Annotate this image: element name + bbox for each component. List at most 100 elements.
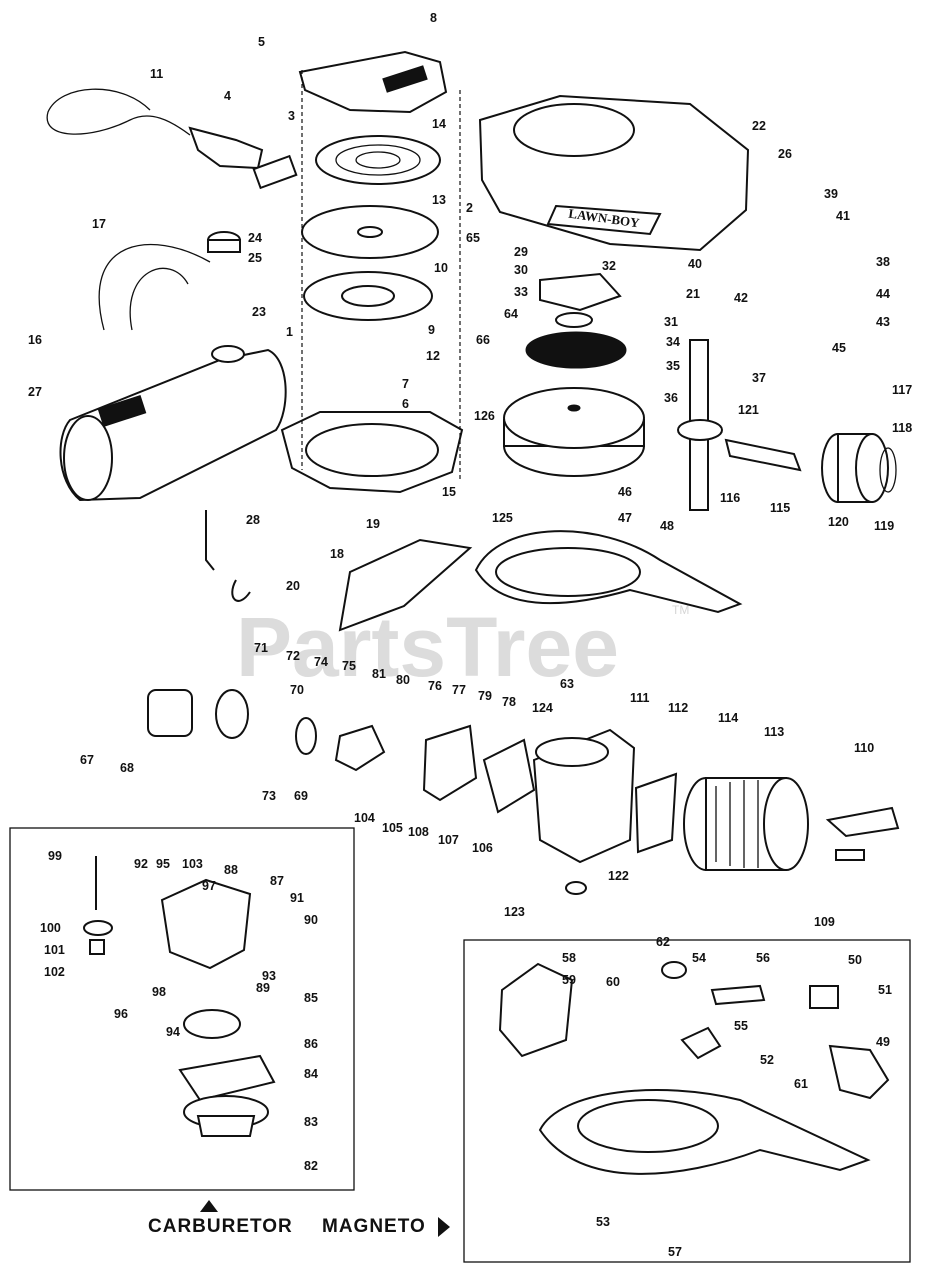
- callout-85: 85: [304, 991, 318, 1005]
- callout-113: 113: [764, 725, 784, 739]
- callout-8: 8: [430, 11, 437, 25]
- carburetor-arrow-icon: [200, 1200, 218, 1212]
- callout-88: 88: [224, 863, 238, 877]
- callout-23: 23: [252, 305, 266, 319]
- fuel-line-28: [205, 510, 215, 571]
- callout-12: 12: [426, 349, 440, 363]
- callout-39: 39: [824, 187, 838, 201]
- callout-112: 112: [668, 701, 688, 715]
- magneto-inset-box: [463, 939, 911, 1263]
- gasket-114: [634, 772, 678, 854]
- callout-75: 75: [342, 659, 356, 673]
- callout-57: 57: [668, 1245, 682, 1259]
- callout-66: 66: [476, 333, 490, 347]
- contact-56: [710, 984, 766, 1006]
- callout-36: 36: [664, 391, 678, 405]
- callout-94: 94: [166, 1025, 180, 1039]
- callout-97: 97: [202, 879, 216, 893]
- magneto-arrow-icon: [438, 1217, 450, 1237]
- callout-87: 87: [270, 874, 284, 888]
- bracket-18: [338, 538, 473, 632]
- callout-48: 48: [660, 519, 674, 533]
- callout-92: 92: [134, 857, 148, 871]
- callout-53: 53: [596, 1215, 610, 1229]
- callout-5: 5: [258, 35, 265, 49]
- callout-60: 60: [606, 975, 620, 989]
- watermark: PartsTree: [236, 600, 619, 694]
- callout-78: 78: [502, 695, 516, 709]
- callout-10: 10: [434, 261, 448, 275]
- rope-guide-3: [252, 154, 298, 190]
- callout-68: 68: [120, 761, 134, 775]
- callout-67: 67: [80, 753, 94, 767]
- callout-54: 54: [692, 951, 706, 965]
- callout-69: 69: [294, 789, 308, 803]
- tank-straps-17: [98, 243, 211, 331]
- air-filter-68: [147, 689, 193, 737]
- callout-100: 100: [40, 921, 61, 935]
- callout-91: 91: [290, 891, 304, 905]
- callout-105: 105: [382, 821, 403, 835]
- carburetor-81: [334, 724, 386, 772]
- float-86: [183, 1009, 241, 1039]
- callout-58: 58: [562, 951, 576, 965]
- starter-handle-4: [188, 126, 264, 170]
- callout-72: 72: [286, 649, 300, 663]
- callout-93: 93: [262, 969, 276, 983]
- callout-102: 102: [44, 965, 65, 979]
- gasket-84: [178, 1054, 276, 1102]
- callout-50: 50: [848, 953, 862, 967]
- callout-82: 82: [304, 1159, 318, 1173]
- callout-95: 95: [156, 857, 170, 871]
- carburetor-inset-box: [9, 827, 355, 1191]
- callout-28: 28: [246, 513, 260, 527]
- callout-40: 40: [688, 257, 702, 271]
- callout-14: 14: [432, 117, 446, 131]
- callout-3: 3: [288, 109, 295, 123]
- carburetor-body-103: [160, 878, 252, 970]
- callout-122: 122: [608, 869, 629, 883]
- callout-106: 106: [472, 841, 493, 855]
- callout-45: 45: [832, 341, 846, 355]
- callout-17: 17: [92, 217, 106, 231]
- flywheel-36: [503, 387, 645, 477]
- blower-housing-22: LAWN-BOY: [478, 94, 750, 252]
- coil-59: [498, 962, 574, 1058]
- fuel-cap-24: [207, 231, 241, 253]
- trademark: TM: [672, 603, 689, 617]
- starter-rope-11: [46, 88, 191, 136]
- magneto-section-label: MAGNETO: [322, 1216, 426, 1237]
- callout-16: 16: [28, 333, 42, 347]
- bracket-110: [825, 806, 900, 838]
- callout-30: 30: [514, 263, 528, 277]
- callout-26: 26: [778, 147, 792, 161]
- callout-33: 33: [514, 285, 528, 299]
- callout-7: 7: [402, 377, 409, 391]
- piston-120: [821, 433, 889, 503]
- callout-118: 118: [892, 421, 912, 435]
- starter-pulley-13: [301, 205, 439, 259]
- callout-11: 11: [150, 67, 163, 81]
- callout-111: 111: [630, 691, 650, 705]
- callout-89: 89: [256, 981, 270, 995]
- callout-115: 115: [770, 501, 790, 515]
- callout-41: 41: [836, 209, 850, 223]
- washer-34: [555, 312, 593, 328]
- callout-24: 24: [248, 231, 262, 245]
- cover-49: [828, 1044, 890, 1100]
- spacer-123: [565, 881, 587, 895]
- callout-64: 64: [504, 307, 518, 321]
- connecting-rod-115: [724, 438, 802, 472]
- starter-cover-8: [298, 50, 448, 114]
- callout-83: 83: [304, 1115, 318, 1129]
- plate-hub: [577, 1099, 719, 1153]
- callout-6: 6: [402, 397, 409, 411]
- callout-13: 13: [432, 193, 446, 207]
- callout-46: 46: [618, 485, 632, 499]
- callout-98: 98: [152, 985, 166, 999]
- callout-84: 84: [304, 1067, 318, 1081]
- callout-109: 109: [814, 915, 835, 929]
- callout-121: 121: [738, 403, 759, 417]
- callout-110: 110: [854, 741, 874, 755]
- callout-62: 62: [656, 935, 670, 949]
